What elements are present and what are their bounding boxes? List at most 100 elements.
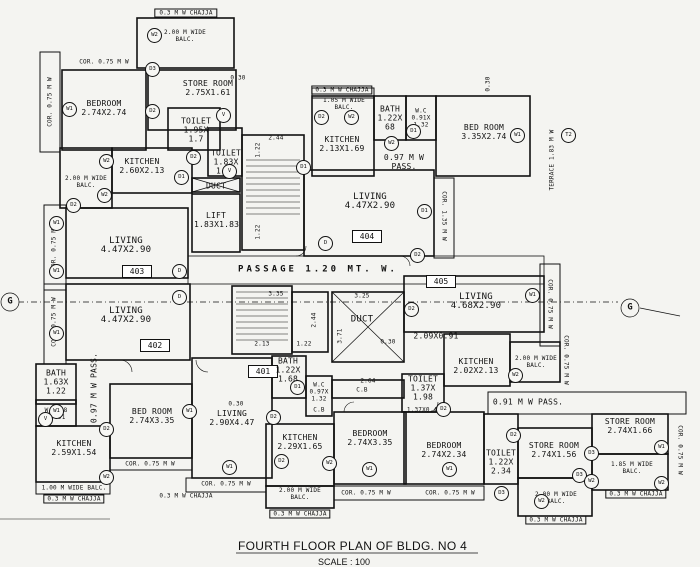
door-tag: W1 [49,404,64,419]
dimension: 1.22 [254,142,262,158]
door-tag: W2 [99,470,114,485]
note: COR. 0.75 M W [676,425,684,475]
corridor-left-2 [43,204,67,291]
flat-number-405: 405 [426,275,456,288]
door-tag: W2 [147,28,162,43]
door-tag: D2 [145,104,160,119]
flat-number-402: 402 [140,339,170,352]
room-label: 1.05 M WIDE BALC. [323,97,365,111]
bedroom-401 [333,411,407,485]
room-label: 1.37X0.41 [406,406,442,414]
note: 0.3 M W CHAJJA [159,492,213,500]
room-label: KITCHEN 2.29X1.65 [277,433,323,451]
bedroom-top-right [435,95,531,177]
passage [187,255,545,285]
door-tag: W1 [49,326,64,341]
room-label: LIFT 1.83X1.83 [194,211,240,229]
door-tag: D [172,264,187,279]
door-tag: W2 [99,154,114,169]
room-label: DUCT [205,181,227,191]
door-tag: D1 [290,380,305,395]
door-tag: W2 [322,456,337,471]
room-label: STORE ROOM 2.74X1.56 [528,441,580,459]
balcony-402 [35,481,111,495]
door-tag: D2 [506,428,521,443]
room-label: LIVING 4.47X2.90 [100,306,152,325]
note: COR. 0.75 M W [546,279,554,329]
door-tag: W2 [97,188,112,203]
note: 0.3 M W CHAJJA [525,515,587,525]
room-label: TOILET 1.22X 2.34 [485,448,517,476]
note: 0.3 M W CHAJJA [269,509,331,519]
note: 0.3 M W CHAJJA [311,85,373,95]
dimension: 3.25 [354,292,370,300]
room-label: TOILET 1.37X 1.98 [407,374,439,402]
note: COR. 0.75 M W [341,489,391,497]
flat-number-401: 401 [248,365,278,378]
door-tag: D2 [410,248,425,263]
room-label: C.B [313,406,325,414]
room-label: 0.91 M W PASS. [492,397,564,407]
door-tag: D2 [266,410,281,425]
door-tag: W1 [362,462,377,477]
drawing-title: FOURTH FLOOR PLAN OF BLDG. NO 4 [238,539,468,553]
note: 0.3 M W CHAJJA [605,489,667,499]
door-tag: D2 [274,454,289,469]
room-label: W.C 0.97X 1.32 [309,381,329,403]
section-mark-right: G [627,302,633,313]
door-tag: D3 [145,62,160,77]
room-label: 0.97 M W PASS. [383,153,425,171]
dimension: 0.30 [484,76,492,92]
corridor-bottom [185,477,267,493]
store-room-top-left [147,69,237,131]
note: COR. 0.75 M W [201,480,251,488]
pass-br [487,391,687,415]
door-tag: D2 [314,110,329,125]
door-tag: W2 [344,110,359,125]
room-label: BEDROOM 2.74X2.74 [81,99,127,117]
dimension: 3.35 [268,290,284,298]
door-tag: D2 [66,198,81,213]
door-tag: W1 [182,404,197,419]
corridor-bottom-2 [333,485,485,501]
note: 0.3 M W CHAJJA [43,494,105,504]
room-label: BED ROOM 3.35X2.74 [461,123,507,141]
room-label: 2.00 M WIDE BALC. [535,491,577,505]
room-label: DUCT [350,314,374,325]
room-label: LIVING 4.47X2.90 [344,192,396,211]
note: 0.3 M W CHAJJA [154,8,218,18]
lift [191,193,241,253]
section-mark-left: G [7,296,13,307]
room-label: KITCHEN 2.59X1.54 [51,439,97,457]
door-tag: D2 [436,402,451,417]
dimension: 2.44 [268,134,284,142]
passage-label: PASSAGE 1.20 MT. W. [238,264,398,275]
dimension: 0.30 [230,74,246,82]
door-tag: W2 [654,476,669,491]
room-label: 2.09X0.91 [413,331,459,341]
room-label: LIVING 2.90X4.47 [209,409,255,427]
note: COR. 0.75 M W [46,77,54,127]
room-label: BEDROOM 2.74X3.35 [347,429,393,447]
door-tag: W2 [508,368,523,383]
door-tag: D1 [174,170,189,185]
room-label: STORE ROOM 2.74X1.66 [604,417,656,435]
note: COR. 0.75 M W [562,335,570,385]
note: COR. 0.75 M W [79,58,129,66]
door-tag: W2 [584,474,599,489]
room-label: 0.97 M W PASS. [89,352,99,424]
drawing-scale: SCALE : 100 [318,557,371,567]
duct-center [331,291,405,363]
room-label: 1.00 M WIDE BALC. [41,484,107,492]
door-tag: D3 [584,446,599,461]
lift-area [291,291,329,353]
dimension: 0.30 [380,338,396,346]
dimension: 1.22 [254,224,262,240]
door-tag: W1 [49,264,64,279]
door-tag: W2 [384,136,399,151]
note: TERRACE 1.83 M W [548,129,556,191]
door-tag: D2 [99,422,114,437]
stair-top [241,134,305,251]
dimension: 1.22 [296,340,312,348]
